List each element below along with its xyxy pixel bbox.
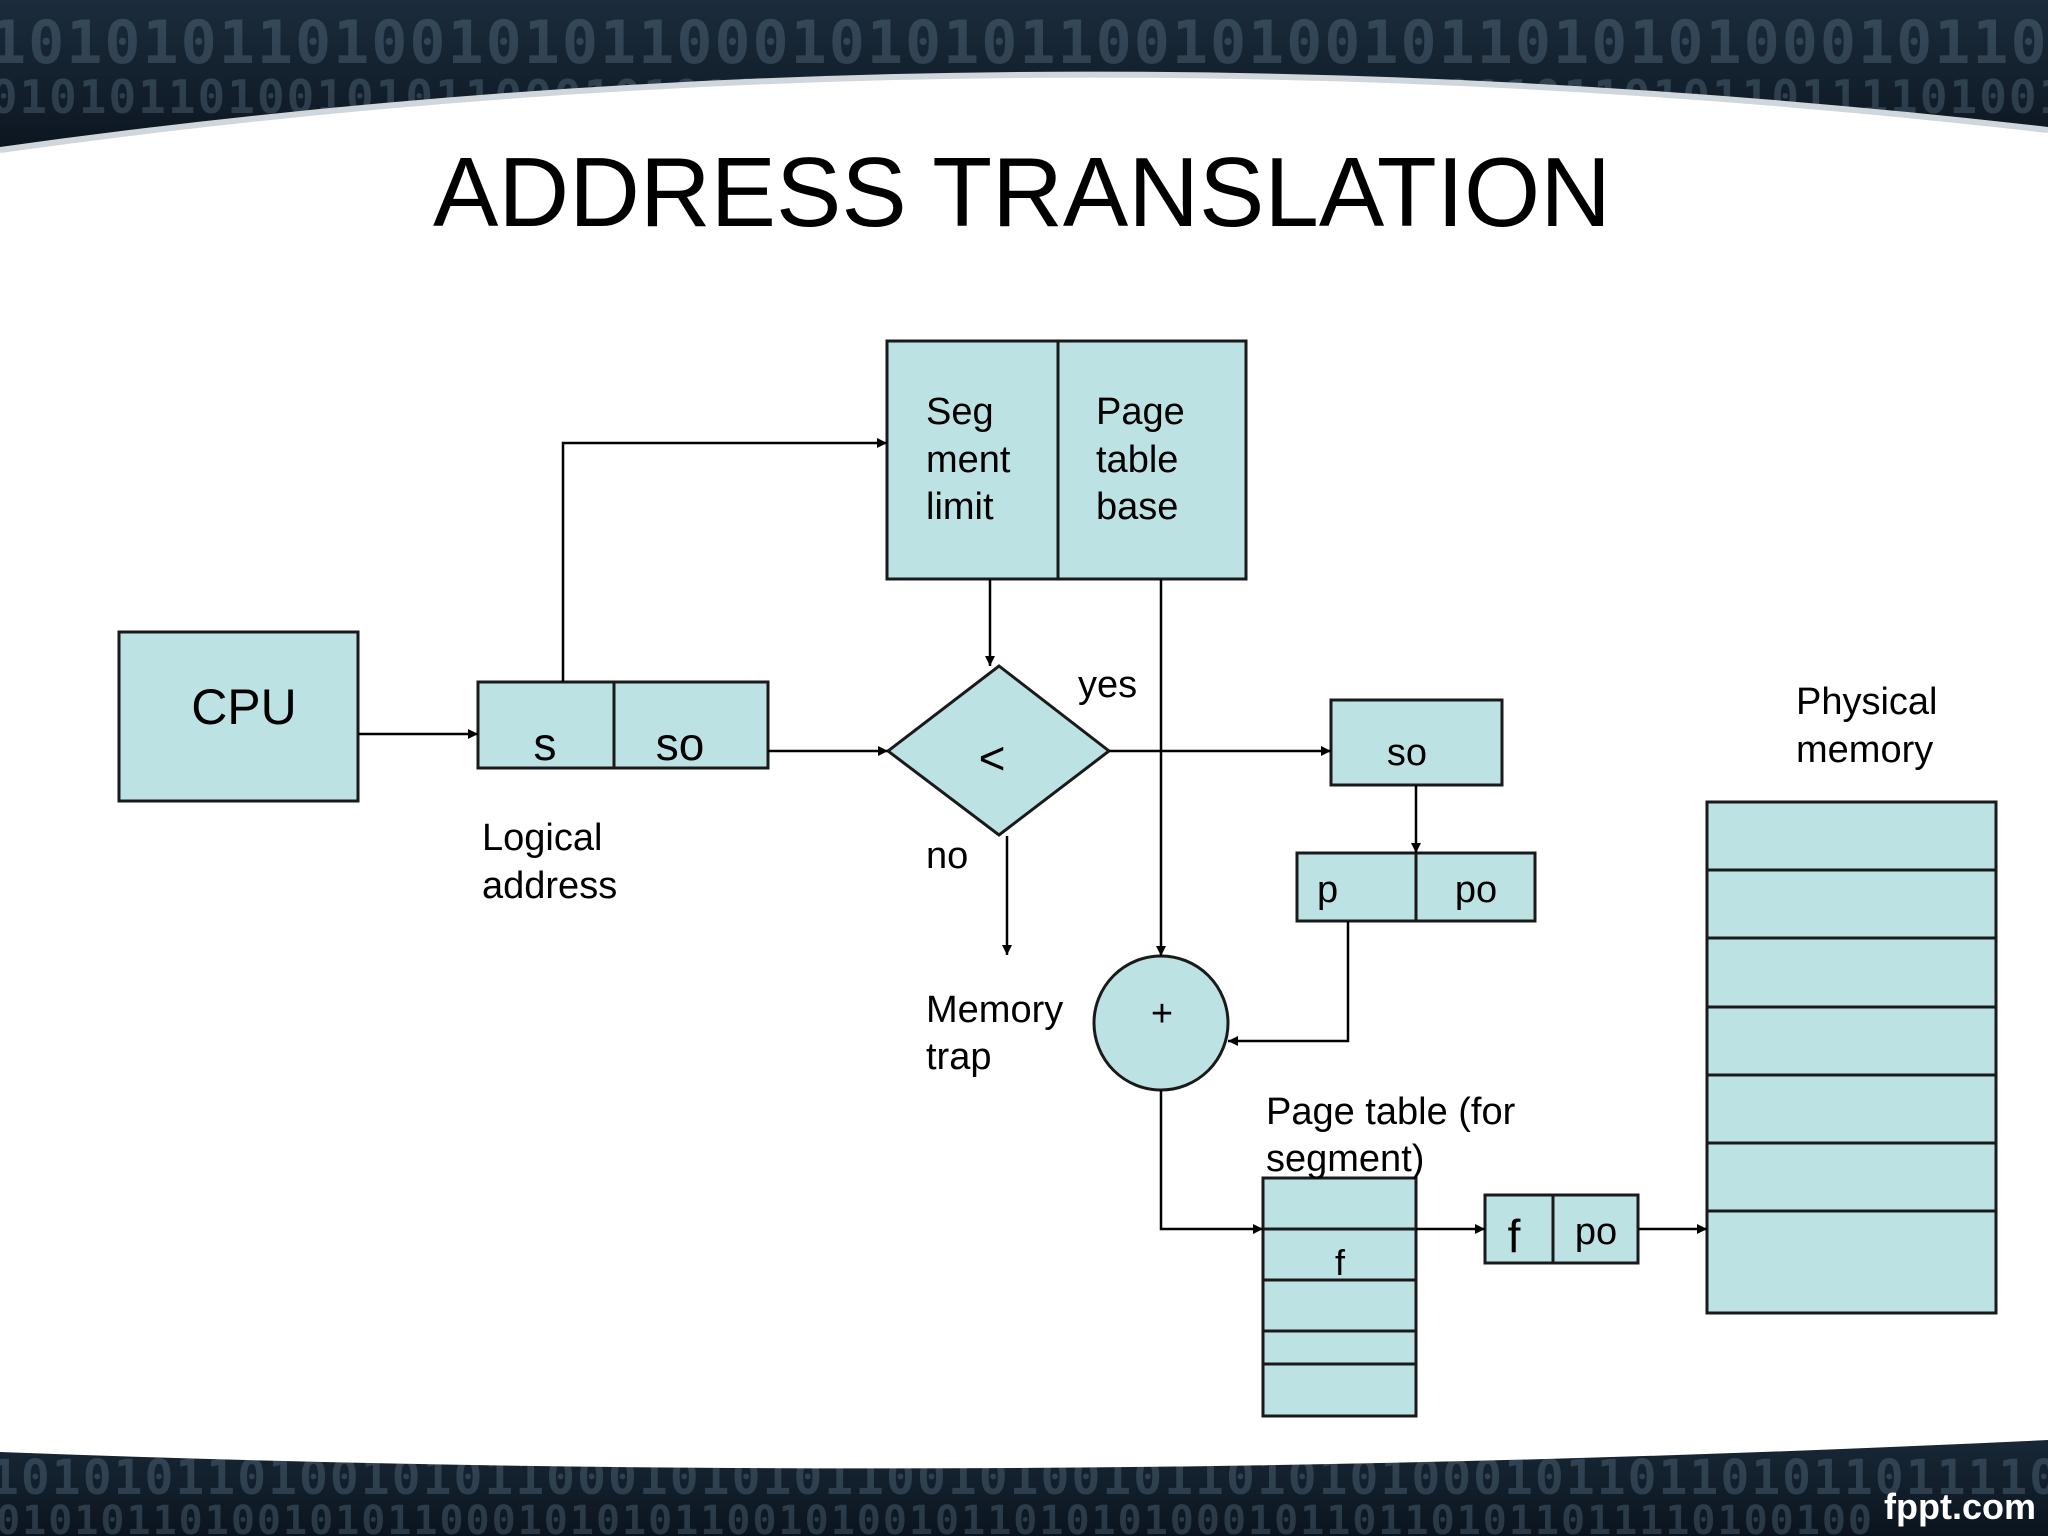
page-offset-label: po	[1455, 869, 1497, 911]
page-table-row	[1261, 1329, 1418, 1366]
segment-limit-line-3: limit	[926, 486, 994, 528]
diagram-labels: CPU s so Logical address Seg ment limit …	[191, 391, 1937, 1283]
logical-s-label: s	[534, 718, 557, 770]
page-offset-cell	[1414, 851, 1537, 923]
page-number-cell	[1295, 851, 1418, 923]
adder-symbol: +	[1151, 993, 1173, 1035]
physical-memory-caption-2: memory	[1796, 729, 1933, 771]
physical-offset-label: po	[1575, 1211, 1617, 1253]
arrow-p-to-adder	[1228, 921, 1350, 1046]
memory-trap-line-2: trap	[926, 1036, 991, 1078]
so-box-label: so	[1387, 732, 1427, 774]
segment-limit-line-2: ment	[926, 439, 1011, 481]
slide-panel-shadow-edge	[0, 71, 2048, 153]
logical-address-so-cell	[612, 680, 770, 770]
logical-address-caption-2: address	[482, 865, 617, 907]
page-table-base-cell	[1056, 339, 1248, 581]
logical-address-s-cell	[476, 680, 616, 770]
arrow-adder-to-page-table	[1159, 1090, 1263, 1234]
fppt-watermark: fppt.com	[1884, 1486, 2036, 1527]
physical-memory-frame	[1705, 1005, 1998, 1077]
memory-trap-line-1: Memory	[926, 989, 1063, 1031]
cpu-label: CPU	[191, 679, 297, 735]
physical-memory-frame	[1705, 1209, 1998, 1315]
page-table-caption-1: Page table (for	[1266, 1091, 1516, 1133]
yes-label: yes	[1078, 664, 1137, 706]
arrow-s-to-segment-table	[561, 438, 887, 682]
frame-label: f	[1508, 1210, 1521, 1262]
page-table-row-f	[1261, 1227, 1418, 1282]
physical-memory-frame	[1705, 1073, 1998, 1145]
binary-pattern-row: 1010101101001010110001010101100101001011…	[0, 1498, 1874, 1536]
page-table-row	[1261, 1176, 1418, 1231]
segment-offset-box	[1329, 698, 1504, 787]
segment-limit-line-1: Seg	[926, 391, 994, 433]
binary-pattern-row: 1010101101001010110001010101100101001011…	[0, 8, 2048, 78]
logical-so-label: so	[656, 718, 705, 770]
comparator-symbol: <	[979, 732, 1006, 784]
page-number-label: p	[1317, 869, 1338, 911]
page-table-row	[1261, 1278, 1418, 1333]
page-table-row	[1261, 1362, 1418, 1418]
page-table-base-line-3: base	[1096, 486, 1178, 528]
frame-cell	[1483, 1193, 1555, 1265]
physical-memory-caption-1: Physical	[1796, 681, 1938, 723]
page-table-caption-2: segment)	[1266, 1138, 1424, 1180]
slide-title: ADDRESS TRANSLATION	[433, 137, 1611, 247]
physical-memory-frame	[1705, 800, 1998, 872]
physical-memory-frame	[1705, 936, 1998, 1009]
logical-address-caption-1: Logical	[482, 817, 602, 859]
comparator-diamond	[885, 664, 1112, 837]
diagram-shapes	[117, 339, 1998, 1418]
segment-limit-cell	[885, 339, 1060, 581]
cpu-box	[117, 630, 360, 803]
physical-memory-frame	[1705, 1141, 1998, 1213]
page-table-base-line-1: Page	[1096, 391, 1185, 433]
no-label: no	[926, 835, 968, 877]
page-table-entry-f: f	[1335, 1242, 1346, 1283]
physical-memory-frame	[1705, 868, 1998, 940]
diagram-connectors	[358, 438, 1707, 1234]
page-table-base-line-2: table	[1096, 439, 1178, 481]
